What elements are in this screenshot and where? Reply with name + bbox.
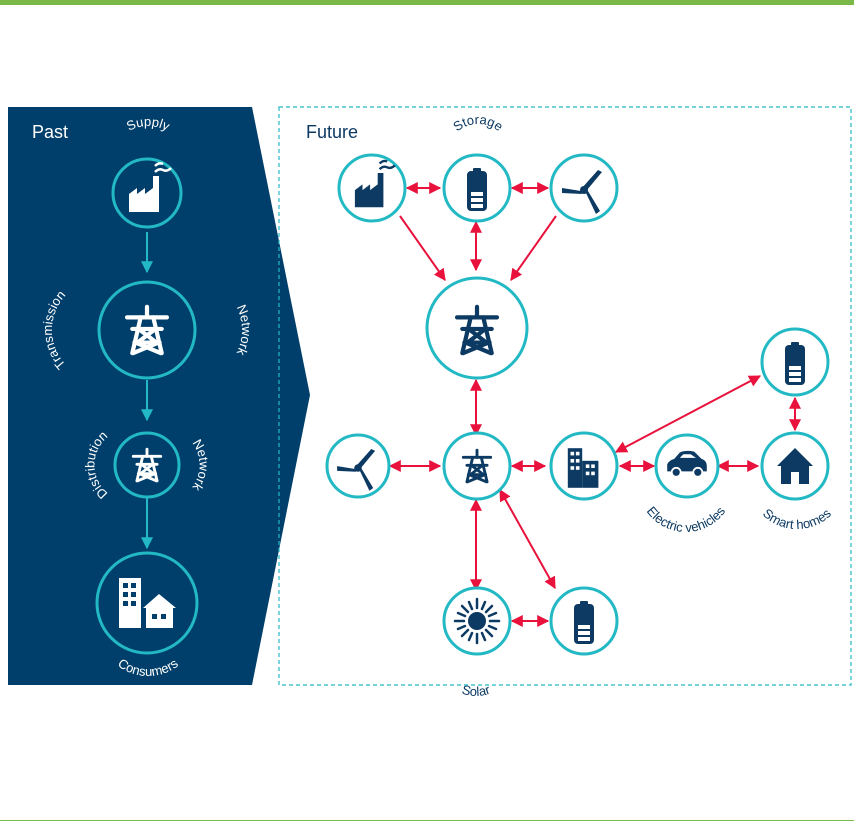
battery-icon xyxy=(574,601,594,644)
battery-icon xyxy=(467,168,487,211)
past-title: Past xyxy=(32,122,68,142)
past-transmission-node xyxy=(97,280,197,380)
past-consumers-node xyxy=(95,551,199,655)
top-accent-bar xyxy=(0,0,854,5)
future-transmission-node xyxy=(425,276,529,380)
past-panel: Past Supply Transmission xyxy=(8,107,310,685)
future-factory-node xyxy=(337,153,407,223)
consumers-icon xyxy=(119,578,176,628)
future-solar-battery-node xyxy=(549,586,619,656)
past-panel-background xyxy=(8,107,310,685)
past-consumers-label: Consumers xyxy=(115,655,181,679)
future-smart-home-node xyxy=(760,431,830,501)
battery-icon xyxy=(785,342,805,385)
future-title: Future xyxy=(306,122,358,142)
future-wind-node-top xyxy=(549,153,619,223)
past-distribution-network-label: Network xyxy=(189,437,211,495)
future-solar-label: Solar xyxy=(460,682,492,700)
future-solar-node xyxy=(442,586,512,656)
future-storage-label: Storage xyxy=(450,112,505,134)
future-panel: Future Storage xyxy=(278,106,852,700)
pylon-icon xyxy=(131,447,163,483)
future-storage-node xyxy=(442,153,512,223)
past-transmission-network-label: Network xyxy=(234,302,255,358)
future-distribution-node xyxy=(442,431,512,501)
future-ev-label: Electric vehicles xyxy=(644,503,729,535)
future-panel-border xyxy=(278,106,852,686)
future-smart-homes-label: Smart homes xyxy=(760,505,834,532)
pylon-icon xyxy=(124,304,170,356)
future-connections xyxy=(388,182,801,627)
past-distribution-node xyxy=(113,431,181,499)
future-building-node xyxy=(549,431,619,501)
past-supply-node xyxy=(111,157,183,229)
future-home-battery-node xyxy=(760,327,830,397)
sun-icon xyxy=(453,597,501,645)
future-ev-node xyxy=(654,433,720,499)
bottom-accent-line xyxy=(0,820,854,821)
future-wind-node-left xyxy=(325,433,391,499)
